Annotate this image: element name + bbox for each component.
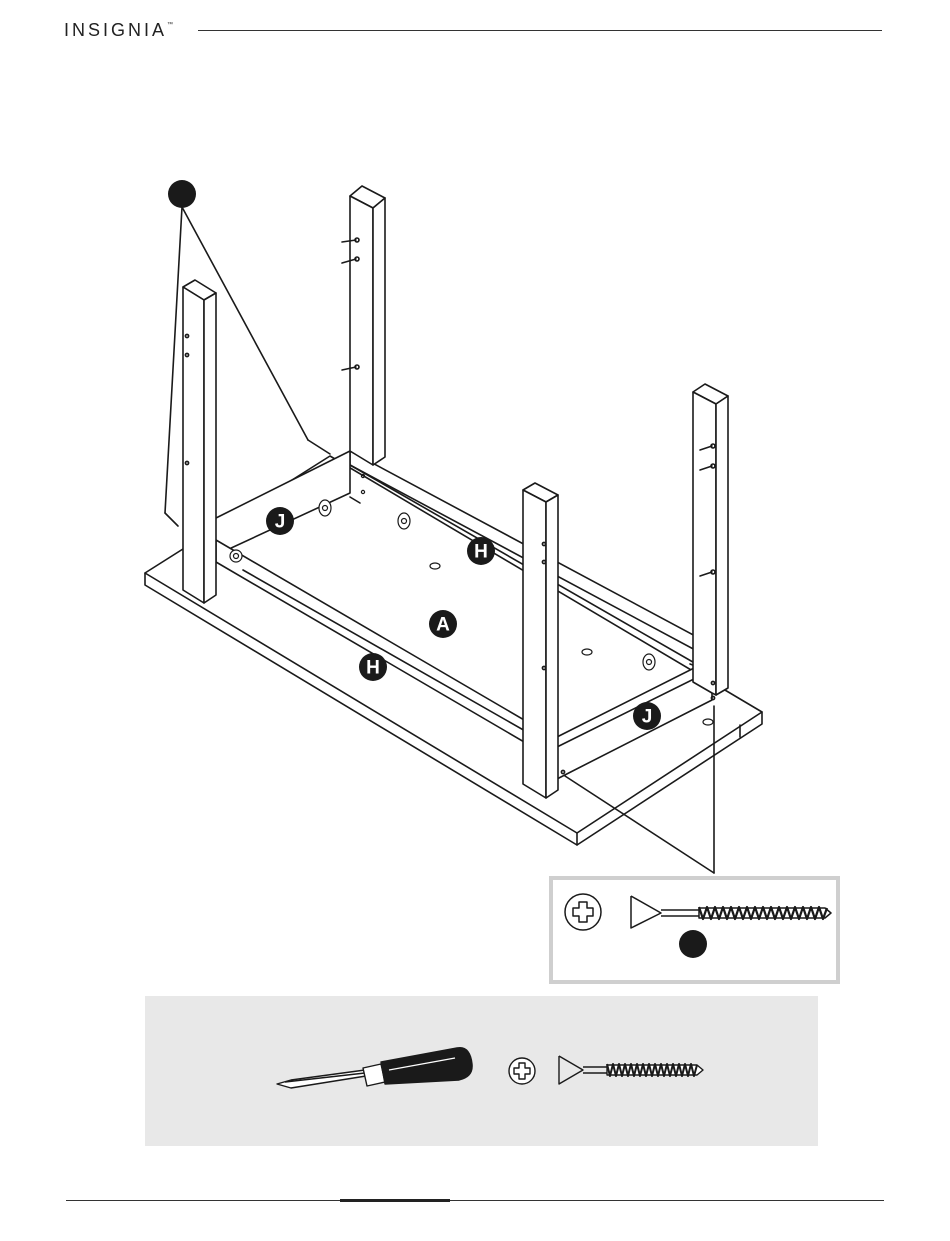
hardware-detail-art — [553, 880, 836, 980]
callout-a-label: A — [436, 615, 450, 636]
leg-front-left — [183, 280, 216, 603]
callout-j-right: J — [633, 702, 661, 730]
leg-back-right — [693, 384, 728, 700]
screwdriver-icon — [277, 1048, 472, 1088]
callout-h-front-label: H — [366, 658, 380, 679]
tools-required-panel — [145, 996, 818, 1146]
callout-h-front: H — [359, 653, 387, 681]
leg-front-right — [523, 483, 565, 798]
callout-j-right-label: J — [642, 707, 653, 728]
callout-blank-leg — [168, 180, 196, 208]
callout-h-back: H — [467, 537, 495, 565]
callout-h-back-label: H — [474, 542, 488, 563]
phillips-head-icon — [565, 894, 601, 930]
callout-j-left-label: J — [275, 512, 286, 533]
wood-screw-icon — [631, 896, 831, 928]
leg-back-left — [342, 186, 385, 465]
hardware-callout — [679, 930, 707, 958]
hardware-detail-box — [549, 876, 840, 984]
footer-rule-accent — [340, 1199, 450, 1202]
callout-j-left: J — [266, 507, 294, 535]
callout-a: A — [429, 610, 457, 638]
wood-screw-icon-tools — [559, 1056, 703, 1084]
tools-required-art — [145, 996, 818, 1146]
phillips-head-icon-tools — [509, 1058, 535, 1084]
footer-rule — [66, 1200, 884, 1201]
